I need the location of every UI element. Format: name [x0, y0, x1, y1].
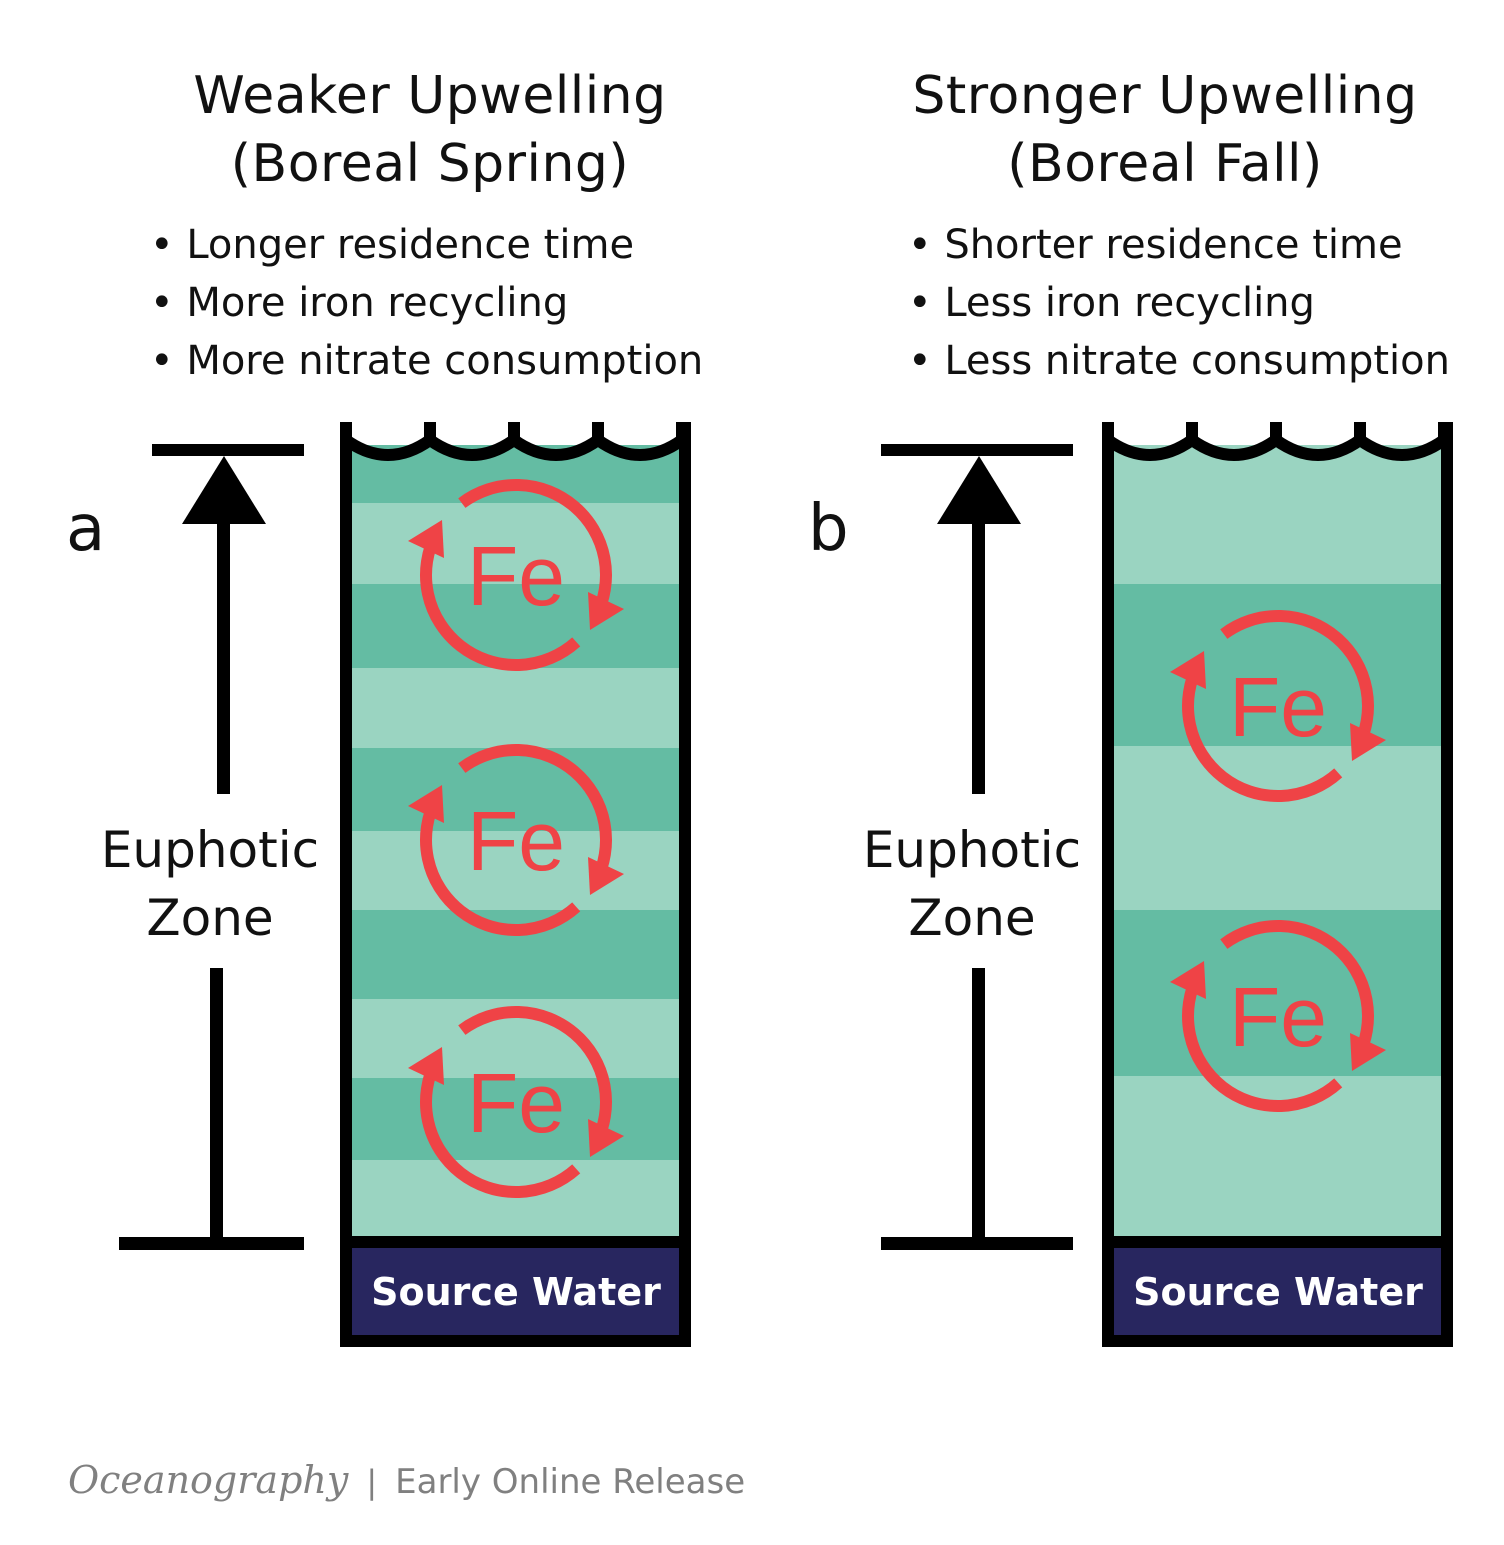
cycle-arc [420, 794, 581, 936]
arrow-head-icon [588, 857, 624, 895]
water-band-light [352, 503, 680, 584]
water-band-dark [1114, 910, 1442, 1076]
scale-upper-line [972, 522, 985, 794]
arrow-head-icon [408, 1047, 444, 1085]
zone-label-line2: Zone [908, 889, 1036, 947]
cycle-arc [1220, 920, 1374, 1062]
fe-label: Fe [467, 529, 565, 623]
journal-name: Oceanography [68, 1458, 349, 1502]
scale-lower-line [210, 968, 223, 1242]
panel-b-title-line2: (Boreal Fall) [1007, 134, 1323, 194]
source-water-label: Source Water [371, 1270, 661, 1314]
arrow-head-icon [588, 592, 624, 630]
iron-cycle-icon: Fe [1170, 610, 1386, 802]
fe-label: Fe [467, 1056, 565, 1150]
panel-a-bullet: Longer residence time [150, 216, 703, 274]
cycle-arc [420, 1056, 581, 1198]
cycle-arc [1182, 660, 1343, 802]
panel-a-label: a [66, 492, 106, 566]
fe-label: Fe [1229, 660, 1327, 754]
wave-surface [1102, 422, 1450, 461]
scale-top-bar [881, 444, 1073, 456]
footer: Oceanography | Early Online Release [68, 1458, 745, 1502]
panel-b-zone-label: Euphotic Zone [852, 816, 1092, 952]
source-water-label: Source Water [1133, 1270, 1423, 1314]
iron-cycle-icon: Fe [408, 744, 624, 936]
arrow-head-icon [1350, 1033, 1386, 1071]
fe-label: Fe [467, 794, 565, 888]
panel-b-bullets: Shorter residence time Less iron recycli… [908, 216, 1450, 390]
panel-b-label: b [808, 492, 849, 566]
panel-b-bullet: Less iron recycling [908, 274, 1450, 332]
panel-b-bullet: Less nitrate consumption [908, 332, 1450, 390]
up-arrow-icon [937, 456, 1021, 524]
panel-b-column-outline [1102, 422, 1453, 1347]
panel-a-column-outline [340, 422, 691, 1347]
scale-top-bar [152, 444, 304, 456]
water-band-dark [352, 748, 680, 831]
panel-a-depth-scale [119, 444, 304, 1250]
panel-a-bullet: More iron recycling [150, 274, 703, 332]
water-band-dark [352, 1078, 680, 1160]
cycle-arc [458, 1006, 612, 1148]
scale-upper-line [217, 522, 230, 794]
water-band-light [352, 668, 680, 748]
water-band-light [1114, 445, 1442, 584]
panel-a-bullet: More nitrate consumption [150, 332, 703, 390]
panel-b-title: Stronger Upwelling (Boreal Fall) [865, 62, 1465, 198]
arrow-head-icon [1170, 651, 1206, 689]
water-band-light [1114, 1076, 1442, 1236]
panel-a-title-line2: (Boreal Spring) [230, 134, 630, 194]
footer-separator: | [366, 1463, 378, 1501]
cycle-arc [458, 744, 612, 886]
iron-cycle-icon: Fe [408, 1006, 624, 1198]
scale-bottom-bar [119, 1237, 304, 1250]
scale-lower-line [972, 968, 985, 1242]
panel-b-title-line1: Stronger Upwelling [912, 66, 1418, 126]
cycle-arc [458, 479, 612, 621]
source-water-block [1114, 1248, 1442, 1335]
water-band-light [352, 831, 680, 910]
water-band-dark [352, 910, 680, 999]
cycle-arc [420, 529, 581, 671]
arrow-head-icon [408, 520, 444, 558]
wave-surface [340, 422, 688, 461]
release-label: Early Online Release [395, 1462, 746, 1502]
zone-label-line1: Euphotic [862, 821, 1082, 879]
up-arrow-icon [182, 456, 266, 524]
panel-a-title: Weaker Upwelling (Boreal Spring) [130, 62, 730, 198]
iron-cycle-icon: Fe [408, 479, 624, 671]
scale-bottom-bar [881, 1237, 1073, 1250]
water-band-dark [352, 584, 680, 668]
panel-a-title-line1: Weaker Upwelling [193, 66, 667, 126]
arrow-head-icon [588, 1119, 624, 1157]
fe-label: Fe [1229, 970, 1327, 1064]
panel-a-zone-label: Euphotic Zone [90, 816, 330, 952]
arrow-head-icon [1170, 961, 1206, 999]
panel-b-depth-scale [881, 444, 1073, 1250]
panel-a-bullets: Longer residence time More iron recyclin… [150, 216, 703, 390]
cycle-arc [1220, 610, 1374, 752]
panel-b-bullet: Shorter residence time [908, 216, 1450, 274]
water-bands [1114, 445, 1442, 1236]
iron-cycle-icon: Fe [1170, 920, 1386, 1112]
cycle-arc [1182, 970, 1343, 1112]
water-band-light [1114, 746, 1442, 910]
zone-label-line1: Euphotic [100, 821, 320, 879]
arrow-head-icon [408, 785, 444, 823]
arrow-head-icon [1350, 723, 1386, 761]
source-water-block [352, 1248, 680, 1335]
zone-label-line2: Zone [146, 889, 274, 947]
